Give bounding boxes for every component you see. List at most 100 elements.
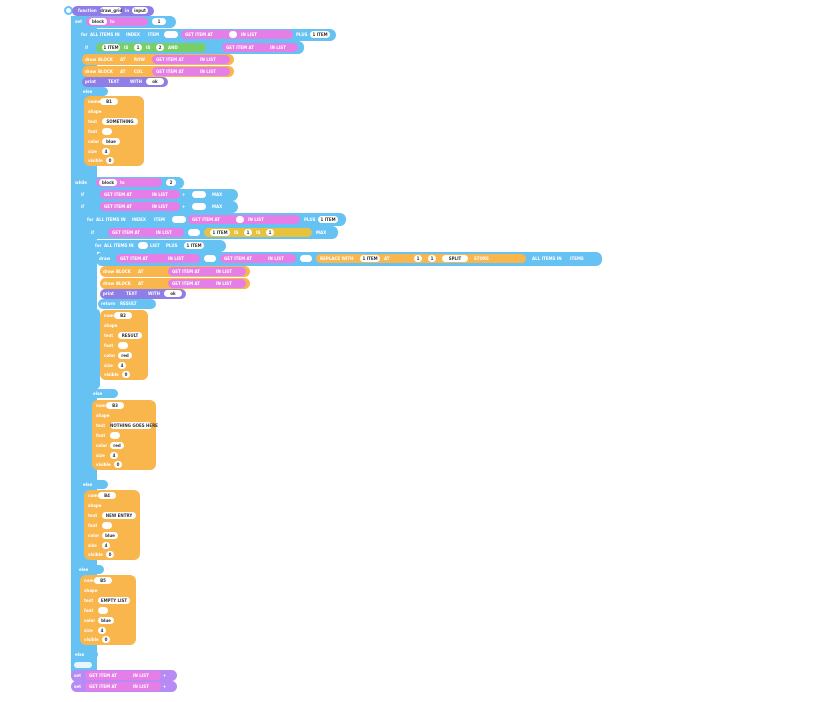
else-block[interactable]: else — [80, 480, 108, 489]
variable-block[interactable]: block to — [86, 17, 148, 26]
if-block[interactable]: if GET ITEM AT IN LIST 1 ITEM IS 1 IS 1 … — [88, 226, 338, 239]
get-item-block[interactable]: GET ITEM AT IN LIST — [168, 279, 246, 288]
prop-value[interactable]: 4 — [98, 627, 106, 634]
print-block[interactable]: print TEXT WITH ok — [100, 289, 186, 299]
empty-slot[interactable] — [192, 203, 206, 210]
prop-value[interactable] — [102, 128, 112, 135]
prop-value[interactable]: red — [118, 352, 132, 359]
split-slot[interactable]: SPLIT — [442, 255, 468, 262]
item-slot[interactable]: 1 ITEM — [102, 44, 120, 51]
prop-value[interactable]: B5 — [94, 577, 112, 584]
while-block[interactable]: while block to 2 — [72, 177, 184, 189]
empty-slot[interactable] — [300, 255, 312, 262]
else-block[interactable]: else — [80, 87, 108, 96]
replace-block[interactable]: draw GET ITEM AT IN LIST GET ITEM AT IN … — [96, 252, 602, 266]
prop-value[interactable]: red — [110, 442, 124, 449]
print-value[interactable]: ok — [146, 78, 164, 85]
index-slot[interactable] — [236, 216, 244, 223]
variable-name[interactable]: block — [89, 18, 107, 25]
value-slot[interactable]: 1 — [414, 255, 422, 262]
get-item-block[interactable]: GET ITEM AT IN LIST — [222, 43, 298, 52]
properties-block[interactable]: name B3 shape text NOTHING GOES HERE fon… — [92, 400, 158, 470]
get-item-block[interactable]: GET ITEM AT IN LIST — [85, 682, 161, 691]
if-block[interactable]: if GET ITEM AT IN LIST + MAX — [78, 201, 238, 213]
prop-value[interactable]: EMPTY LIST — [98, 597, 130, 604]
empty-slot[interactable] — [172, 216, 186, 223]
prop-value[interactable]: B2 — [114, 312, 132, 319]
prop-value[interactable]: 4 — [102, 542, 110, 549]
get-item-block[interactable]: GET ITEM AT IN LIST — [181, 30, 293, 39]
else-block[interactable]: else — [76, 565, 104, 574]
get-item-block[interactable]: GET ITEM AT IN LIST — [220, 254, 296, 263]
item-slot[interactable]: 1 ITEM — [210, 229, 230, 236]
properties-block[interactable]: name B2 shape text RESULT font color red… — [100, 310, 148, 380]
draw-block[interactable]: draw BLOCK AT GET ITEM AT IN LIST — [100, 278, 250, 289]
item-slot[interactable]: 1 ITEM — [360, 255, 380, 262]
prop-value[interactable]: 0 — [122, 371, 130, 378]
prop-value[interactable] — [98, 607, 108, 614]
count-slot[interactable]: 1 ITEM — [318, 216, 338, 223]
print-block[interactable]: print TEXT WITH ok — [82, 77, 168, 87]
get-item-block[interactable]: GET ITEM AT IN LIST — [152, 67, 230, 76]
set-block[interactable]: set GET ITEM AT IN LIST + — [71, 681, 177, 692]
set-block[interactable]: set block to 1 — [72, 16, 176, 28]
value-slot-2[interactable]: 1 — [428, 255, 436, 262]
empty-slot[interactable] — [192, 191, 206, 198]
count-slot[interactable]: 1 ITEM — [310, 31, 330, 38]
get-item-block[interactable]: GET ITEM AT IN LIST — [100, 202, 180, 211]
replace-with-block[interactable]: REPLACE WITH 1 ITEM AT 1 1 SPLIT STORE — [316, 254, 526, 263]
number-slot[interactable]: 1 — [152, 18, 166, 25]
prop-value[interactable]: 4 — [118, 362, 126, 369]
and-block[interactable]: 1 ITEM IS 1 IS 2 AND — [96, 43, 206, 52]
number-slot[interactable]: 2 — [166, 179, 176, 186]
count-slot[interactable]: 1 ITEM — [184, 242, 204, 249]
properties-block[interactable]: name B4 shape text NEW ENTRY font color … — [84, 490, 140, 560]
else-block[interactable]: else — [90, 389, 118, 398]
properties-block[interactable]: name B1 shape text SOMETHING font color … — [84, 96, 144, 166]
get-item-block[interactable]: GET ITEM AT IN LIST — [152, 55, 230, 64]
prop-value[interactable]: B1 — [100, 98, 118, 105]
print-value[interactable]: ok — [164, 290, 182, 297]
prop-value[interactable]: 4 — [102, 148, 110, 155]
function-arg[interactable]: input — [132, 7, 148, 14]
prop-value[interactable]: blue — [98, 617, 114, 624]
prop-value[interactable]: 0 — [102, 636, 110, 643]
for-each-block[interactable]: for ALL ITEMS IN INDEX ITEM GET ITEM AT … — [78, 29, 336, 41]
for-each-block[interactable]: for ALL ITEMS IN LIST PLUS 1 ITEM — [92, 240, 226, 252]
prop-value[interactable]: NOTHING GOES HERE — [110, 422, 158, 429]
prop-value[interactable]: 0 — [114, 461, 122, 468]
empty-slot[interactable] — [204, 255, 216, 262]
else-block[interactable]: else — [72, 650, 98, 659]
function-header[interactable]: function draw_grid in input — [72, 6, 154, 16]
get-item-block[interactable]: GET ITEM AT IN LIST — [116, 254, 200, 263]
prop-value[interactable] — [118, 342, 128, 349]
prop-value[interactable]: B3 — [106, 402, 124, 409]
prop-value[interactable]: RESULT — [118, 332, 142, 339]
prop-value[interactable]: SOMETHING — [102, 118, 138, 125]
prop-value[interactable]: blue — [102, 138, 120, 145]
value-slot-2[interactable]: 2 — [156, 44, 164, 51]
get-item-block[interactable]: GET ITEM AT IN LIST — [100, 190, 180, 199]
empty-socket[interactable] — [74, 662, 92, 668]
variable-block[interactable]: block to — [96, 178, 162, 187]
prop-value[interactable]: blue — [102, 532, 118, 539]
prop-value[interactable] — [102, 522, 112, 529]
empty-slot[interactable] — [164, 31, 178, 38]
draw-block[interactable]: draw BLOCK AT ROW GET ITEM AT IN LIST — [82, 54, 234, 65]
value-slot[interactable]: 1 — [244, 229, 252, 236]
if-block[interactable]: if 1 ITEM IS 1 IS 2 AND GET ITEM AT IN L… — [82, 41, 304, 54]
variable-name[interactable]: block — [99, 179, 117, 186]
get-item-block[interactable]: GET ITEM AT IN LIST — [108, 228, 184, 237]
compare-block[interactable]: 1 ITEM IS 1 IS 1 — [204, 228, 312, 237]
get-item-block[interactable]: GET ITEM AT IN LIST — [168, 267, 246, 276]
prop-value[interactable]: 4 — [110, 452, 118, 459]
prop-value[interactable] — [110, 432, 120, 439]
return-block[interactable]: return RESULT — [98, 299, 156, 309]
prop-value[interactable]: 0 — [106, 157, 114, 164]
index-slot[interactable] — [229, 31, 237, 38]
empty-slot[interactable] — [188, 229, 200, 236]
get-item-block[interactable]: GET ITEM AT IN LIST — [188, 215, 300, 224]
prop-value[interactable]: NEW ENTRY — [102, 512, 136, 519]
properties-block[interactable]: name B5 shape text EMPTY LIST font color… — [80, 575, 136, 645]
prop-value[interactable]: B4 — [98, 492, 116, 499]
